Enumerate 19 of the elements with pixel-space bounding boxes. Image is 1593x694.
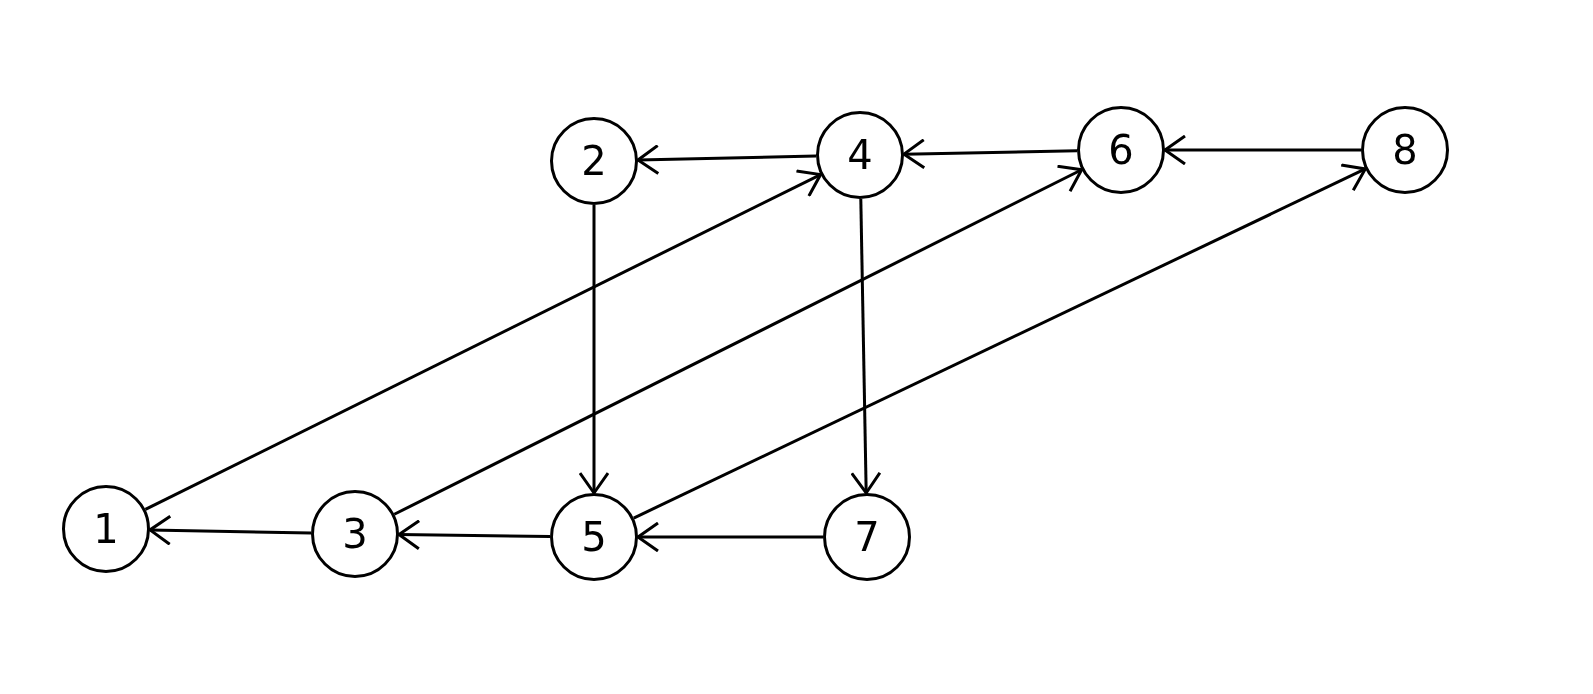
arrow [1163,134,1361,166]
arrow [144,169,823,511]
node-number: 5 [581,517,607,557]
node-number: 4 [847,135,873,175]
arrow [148,514,312,546]
arrow [636,144,817,176]
arrow [850,198,882,495]
arrow [902,138,1078,170]
arrow [397,519,551,551]
node-number: 2 [581,141,607,181]
node-number: 7 [854,517,880,557]
arrow [633,163,1367,520]
node-number: 3 [342,514,368,554]
node-number: 1 [93,509,119,549]
node-number: 6 [1108,130,1134,170]
arrow [636,521,823,553]
arrow [578,205,610,495]
arrow [393,164,1084,516]
node-number: 8 [1392,130,1418,170]
